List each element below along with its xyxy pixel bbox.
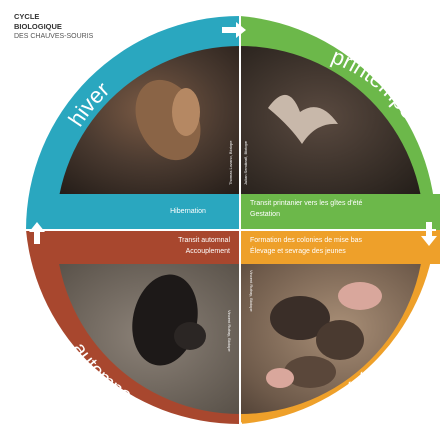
phase-spring-line2: Gestation [250, 211, 280, 218]
phase-spring-line1: Transit printanier vers les gîtes d'été [250, 200, 362, 207]
band-autumn [40, 230, 240, 264]
bat-colony-pink-2 [266, 368, 294, 388]
phase-summer-line1: Formation des colonies de mise bas [250, 237, 363, 244]
band-winter [40, 194, 240, 230]
band-summer [240, 230, 440, 264]
phase-summer-line2: Élevage et sevrage des jeunes [250, 246, 346, 255]
credit-autumn: Vincent Rufray, Biotope [227, 310, 232, 352]
phase-autumn-line1: Transit automnal [178, 237, 230, 244]
bat-colony-pink-1 [338, 282, 382, 310]
credit-spring: Julian Semikrafl, Biotope [243, 140, 248, 185]
bat-hanging-head [174, 322, 206, 350]
phase-autumn-line2: Accouplement [186, 248, 230, 255]
phase-winter: Hibernation [170, 208, 206, 215]
bat-colony-mass-2 [316, 320, 364, 360]
credit-summer: Vincent Rufray, Biotope [249, 270, 254, 312]
bat-hibernating-fur [172, 88, 200, 136]
credit-winter: Thomas Lozano, Biotope [228, 140, 233, 185]
arrow-left-icon [232, 422, 256, 438]
